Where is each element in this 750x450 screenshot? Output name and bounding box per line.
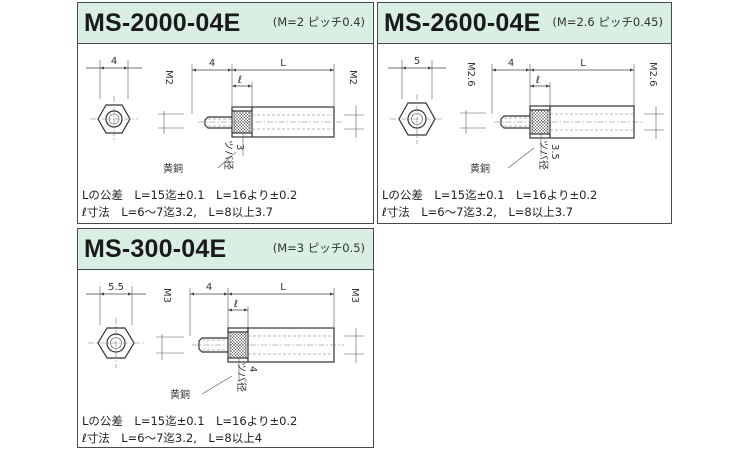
material-label: 黄銅	[163, 162, 183, 175]
part-number-title: MS-300-04E	[84, 235, 227, 263]
flange-dia-label: ツバ径	[235, 362, 248, 392]
panel-header: MS-300-04E (M=3 ピッチ0.5)	[78, 229, 373, 270]
thread-length-dim: 4	[209, 58, 215, 69]
spacer-drawing: 5 M2.6 4 L ℓ	[388, 56, 664, 175]
notes-block: Lの公差 L=15迄±0.1 L=16より±0.2 ℓ寸法 L=6～7迄3.2,…	[82, 187, 297, 221]
ell-dimension-note: ℓ寸法 L=6～7迄3.2, L=8以上4	[82, 431, 263, 445]
flange-dia-label: ツバ径	[222, 140, 235, 170]
ell-dim: ℓ	[536, 75, 540, 86]
external-thread-label: M2	[163, 70, 174, 85]
tolerance-note: Lの公差 L=15迄±0.1 L=16より±0.2	[82, 188, 298, 202]
thread-length-dim: 4	[508, 58, 514, 69]
material-label: 黄銅	[170, 388, 190, 401]
length-dim-L: L	[580, 58, 586, 69]
spacer-side-view	[494, 105, 644, 139]
thread-pitch-note: (M=2.6 ピッチ0.45)	[552, 15, 663, 29]
external-thread-label: M3	[161, 288, 172, 303]
hex-end-view	[90, 96, 138, 142]
tolerance-note: Lの公差 L=15迄±0.1 L=16より±0.2	[382, 188, 598, 202]
ell-dim: ℓ	[234, 299, 238, 310]
internal-thread-label: M2	[347, 70, 358, 85]
flange-dia-value: 3	[234, 144, 245, 150]
hex-width-dim: 4	[111, 56, 117, 67]
spec-panel-ms-2000-04e: MS-2000-04E (M=2 ピッチ0.4) 4 M2	[77, 2, 374, 224]
spacer-side-view	[192, 327, 344, 363]
internal-thread-label: M3	[349, 288, 360, 303]
external-thread-label: M2.6	[465, 62, 476, 87]
flange-dia-value: 3.5	[549, 144, 560, 160]
hex-width-dim: 5	[414, 56, 420, 67]
length-dim-L: L	[280, 58, 286, 69]
internal-thread-label: M2.6	[647, 62, 658, 87]
spacer-drawing: 5.5 M3 4 L ℓ	[86, 282, 364, 401]
hex-width-dim: 5.5	[108, 282, 124, 293]
spec-panel-ms-2600-04e: MS-2600-04E (M=2.6 ピッチ0.45) 5 M2.6 4 L	[377, 2, 672, 224]
panel-header: MS-2000-04E (M=2 ピッチ0.4)	[78, 3, 373, 44]
hex-end-view	[390, 94, 444, 144]
length-dim-L: L	[280, 282, 286, 293]
tolerance-note: Lの公差 L=15迄±0.1 L=16より±0.2	[82, 414, 298, 428]
ell-dimension-note: ℓ寸法 L=6～7迄3.2, L=8以上3.7	[82, 205, 274, 219]
notes-block: Lの公差 L=15迄±0.1 L=16より±0.2 ℓ寸法 L=6～7迄3.2,…	[82, 413, 297, 447]
flange-dia-value: 4	[247, 366, 258, 372]
panel-header: MS-2600-04E (M=2.6 ピッチ0.45)	[378, 3, 671, 44]
spec-panel-ms-300-04e: MS-300-04E (M=3 ピッチ0.5) 5.5 M3 4 L	[77, 228, 374, 448]
spacer-drawing: 4 M2 4 L ℓ	[86, 56, 364, 175]
ell-dimension-note: ℓ寸法 L=6～7迄3.2, L=8以上3.7	[382, 205, 574, 219]
thread-length-dim: 4	[206, 282, 212, 293]
material-label: 黄銅	[470, 162, 490, 175]
spacer-side-view	[198, 106, 344, 138]
thread-pitch-note: (M=2 ピッチ0.4)	[272, 15, 365, 29]
ell-dim: ℓ	[238, 75, 242, 86]
part-number-title: MS-2600-04E	[384, 9, 541, 37]
hex-end-view	[88, 318, 144, 368]
part-number-title: MS-2000-04E	[84, 9, 241, 37]
thread-pitch-note: (M=3 ピッチ0.5)	[272, 241, 365, 255]
flange-dia-label: ツバ径	[537, 140, 550, 170]
notes-block: Lの公差 L=15迄±0.1 L=16より±0.2 ℓ寸法 L=6～7迄3.2,…	[382, 187, 597, 221]
